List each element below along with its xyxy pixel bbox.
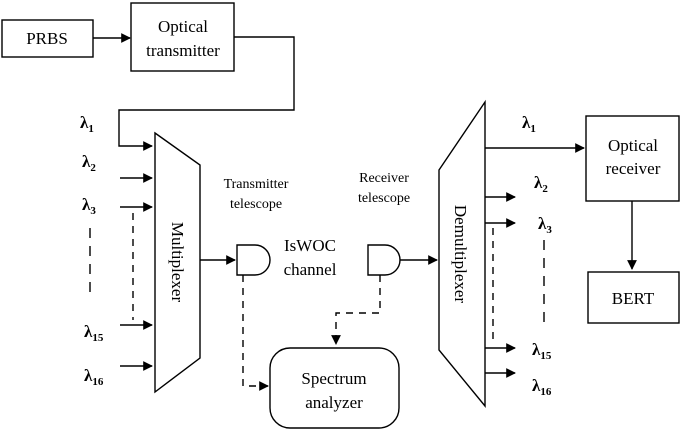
channel-label-line2: channel (284, 260, 337, 279)
demultiplexer-block (438, 99, 486, 408)
rx-to-analyzer-dashed (331, 275, 381, 345)
lambda-symbol: λ (84, 366, 93, 385)
lambda-symbol: λ (538, 214, 547, 233)
spectrum-analyzer-label-line2: analyzer (305, 393, 363, 412)
demultiplexer-label: Demultiplexer (451, 205, 470, 304)
transmitter-telescope-label-line1: Transmitter (224, 177, 289, 192)
demux-lambda-16-label: λ16 (532, 376, 552, 398)
transmitter-to-mux-line (118, 36, 295, 151)
receiver-telescope-label-line1: Receiver (359, 171, 409, 186)
optical-receiver-label-line2: receiver (606, 159, 661, 178)
prbs-label: PRBS (26, 29, 68, 48)
lambda-symbol: λ (534, 173, 543, 192)
receiver-telescope-label-line2: telescope (358, 191, 410, 206)
demux-lambda-2-label: λ2 (534, 173, 548, 195)
demux-lambda-3-label: λ3 (538, 214, 552, 236)
bert-label: BERT (612, 289, 655, 308)
lambda-symbol: λ (80, 113, 89, 132)
bert-block (587, 271, 680, 324)
optical-transmitter-label-line1: Optical (158, 17, 208, 36)
demux-lambda-15-label: λ15 (532, 340, 552, 362)
spectrum-analyzer-label-line1: Spectrum (301, 369, 366, 388)
lambda-symbol: λ (532, 376, 541, 395)
transmitter-telescope-label-line2: telescope (230, 197, 282, 212)
lambda-symbol: λ (84, 322, 93, 341)
mux-lambda-16-label: λ16 (84, 366, 104, 388)
receiver-telescope (367, 244, 401, 276)
multiplexer-label: Multiplexer (168, 222, 187, 303)
optical-receiver-label-line1: Optical (608, 136, 658, 155)
demux-lambda-1-label: λ1 (522, 113, 536, 135)
mux-lambda-15-label: λ15 (84, 322, 104, 344)
lambda-symbol: λ (522, 113, 531, 132)
mux-lambda-3-label: λ3 (82, 195, 96, 217)
spectrum-analyzer-block (269, 347, 400, 429)
multiplexer-block (154, 131, 201, 394)
channel-label-line1: IsWOC (284, 236, 336, 255)
mux-lambda-2-label: λ2 (82, 152, 96, 174)
lambda-symbol: λ (82, 152, 91, 171)
mux-lambda-1-label: λ1 (80, 113, 94, 135)
lambda-symbol: λ (82, 195, 91, 214)
transmitter-telescope (236, 244, 271, 276)
lambda-symbol: λ (532, 340, 541, 359)
optical-transmitter-label-line2: transmitter (146, 41, 220, 60)
optical-transmitter-block (130, 2, 235, 72)
tx-to-analyzer-dashed (242, 275, 269, 391)
